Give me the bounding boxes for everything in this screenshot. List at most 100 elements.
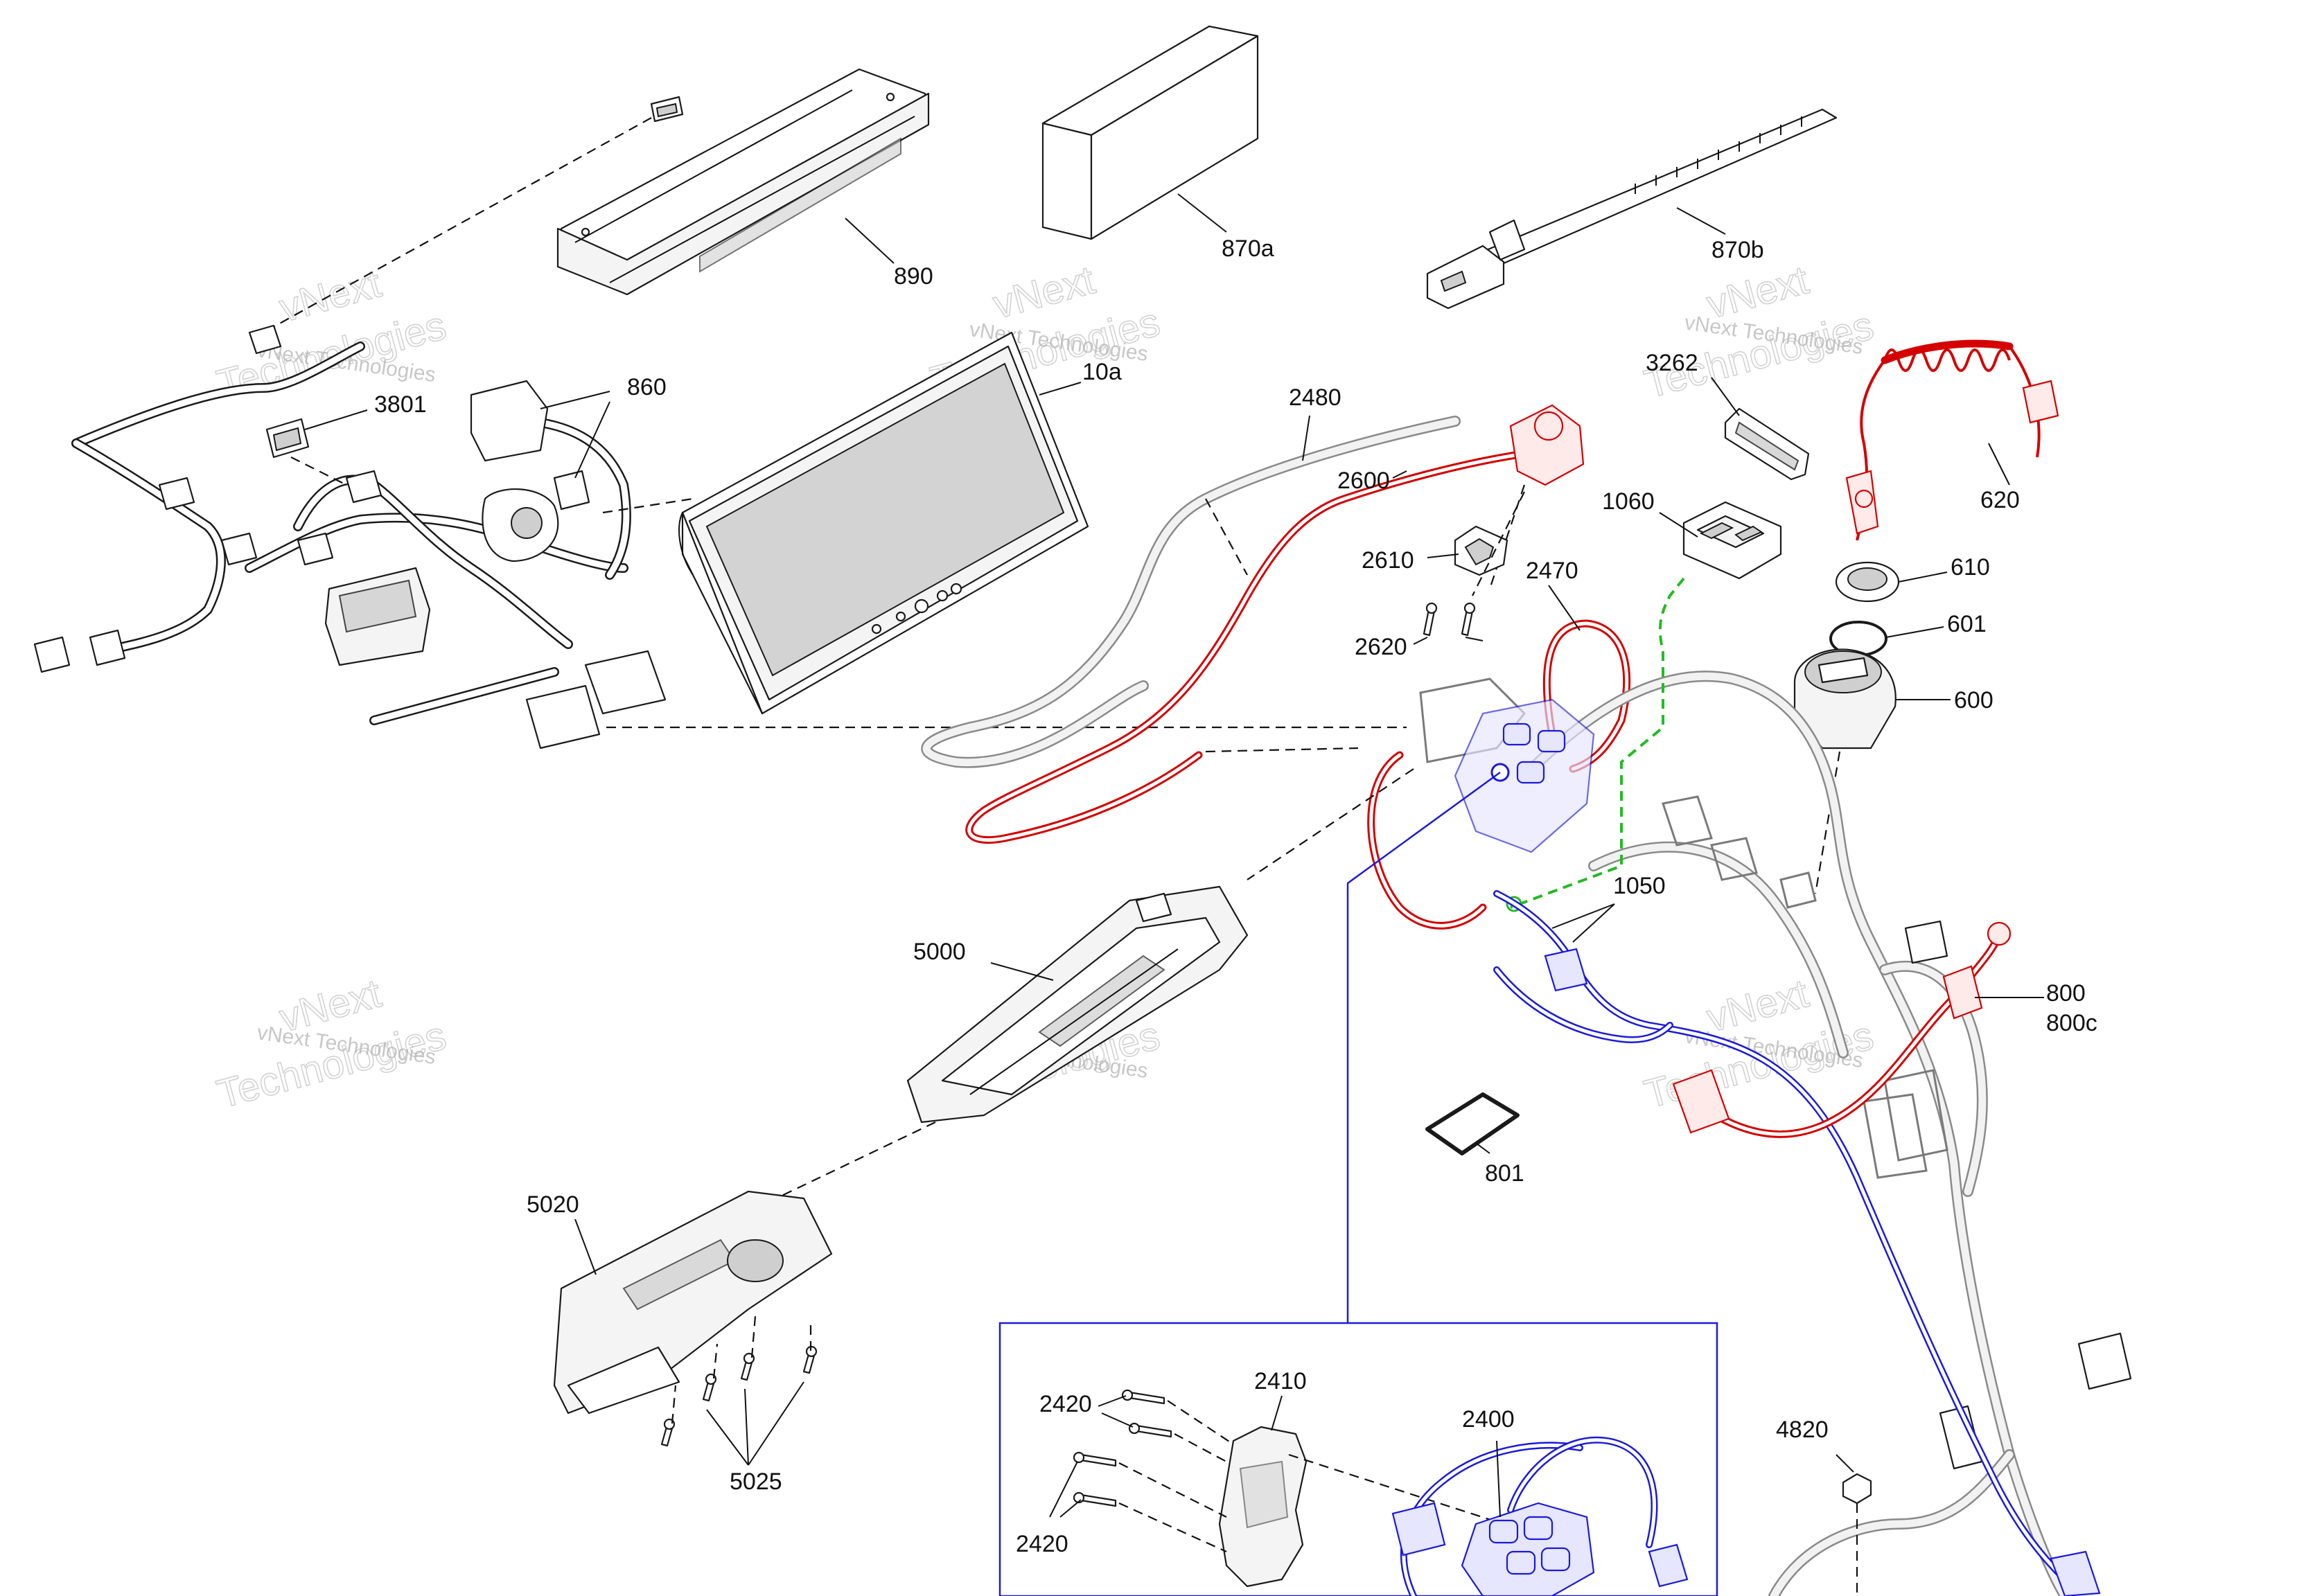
leader-2420-dash xyxy=(1118,1400,1504,1553)
leader-1060 xyxy=(1659,512,1698,538)
detail-callout-line xyxy=(1346,771,1501,1323)
label-800: 800 xyxy=(2046,980,2086,1007)
part-2600-red-cable[interactable] xyxy=(965,404,1585,844)
leader-870b xyxy=(1676,207,1726,235)
part-870b-cable-tie[interactable] xyxy=(1426,108,1838,310)
label-620: 620 xyxy=(1980,487,2020,513)
leader-860-dash xyxy=(602,497,694,514)
part-5020-housing[interactable] xyxy=(553,1190,833,1415)
part-3262-cap[interactable] xyxy=(1724,407,1810,481)
watermark-outline: vNext xyxy=(1702,970,1813,1040)
label-3801: 3801 xyxy=(374,391,427,418)
label-2480: 2480 xyxy=(1289,384,1341,411)
label-10a: 10a xyxy=(1082,359,1122,385)
label-2420-bottom: 2420 xyxy=(1016,1531,1068,1557)
leader-10a xyxy=(1039,382,1082,396)
leader-890-dash xyxy=(263,117,652,333)
label-5025: 5025 xyxy=(730,1469,782,1495)
part-2400-switch-pod[interactable] xyxy=(1391,1436,1689,1596)
leader-860b xyxy=(574,401,610,479)
leader-801 xyxy=(1475,1142,1490,1154)
label-2610: 2610 xyxy=(1362,547,1414,574)
label-2470: 2470 xyxy=(1526,558,1578,584)
leader-2480 xyxy=(1302,415,1310,461)
detail-box xyxy=(998,1322,1718,1596)
label-2410: 2410 xyxy=(1254,1368,1307,1394)
part-2480-cable[interactable] xyxy=(921,416,1461,768)
label-801: 801 xyxy=(1485,1160,1524,1187)
part-620-lanyard[interactable] xyxy=(1845,339,2059,541)
part-800-red-cable[interactable] xyxy=(1672,921,2012,1138)
leader-4820 xyxy=(1836,1454,1854,1473)
label-5020: 5020 xyxy=(527,1191,579,1218)
leader-2420b xyxy=(1049,1461,1082,1518)
part-2410-bracket[interactable] xyxy=(1218,1426,1308,1588)
leader-2420a xyxy=(1098,1395,1134,1428)
label-2600: 2600 xyxy=(1337,468,1390,494)
label-870b: 870b xyxy=(1711,237,1764,263)
leader-5000-dash xyxy=(1247,768,1414,880)
leader-2620 xyxy=(1413,637,1484,645)
label-2620: 2620 xyxy=(1355,634,1407,660)
leader-2480-dash xyxy=(1205,498,1248,576)
label-3262: 3262 xyxy=(1646,350,1698,376)
leader-890 xyxy=(845,218,895,264)
part-5000-cover[interactable] xyxy=(906,885,1249,1124)
leader-5025 xyxy=(706,1381,804,1466)
leader-3801 xyxy=(304,409,368,430)
label-601: 601 xyxy=(1947,611,1987,637)
label-600: 600 xyxy=(1954,687,1993,713)
watermark-outline: vNext xyxy=(1702,257,1813,327)
label-890: 890 xyxy=(894,263,933,290)
part-610-ring[interactable] xyxy=(1835,561,1900,603)
part-2400-switch-ghost[interactable] xyxy=(1454,698,1595,853)
leader-3801-dash xyxy=(290,456,347,486)
leader-870a xyxy=(1177,193,1227,233)
label-2420-top: 2420 xyxy=(1039,1391,1092,1417)
leader-2410 xyxy=(1271,1395,1283,1431)
label-5000: 5000 xyxy=(913,939,966,965)
part-600-ignition[interactable] xyxy=(1793,648,1896,750)
part-1050-blue-harness[interactable] xyxy=(1493,890,2101,1596)
route-green xyxy=(1510,577,1685,909)
part-860-harness[interactable] xyxy=(33,324,667,750)
leader-610 xyxy=(1898,571,1948,583)
leader-3262 xyxy=(1711,377,1740,416)
label-1050: 1050 xyxy=(1613,873,1666,899)
part-3801-connector[interactable] xyxy=(265,418,310,459)
part-890-module[interactable] xyxy=(556,68,930,296)
leader-2620-dash xyxy=(1472,491,1525,596)
leader-2600-dash2 xyxy=(1488,484,1526,589)
label-610: 610 xyxy=(1951,554,1990,580)
label-870a: 870a xyxy=(1222,236,1274,262)
part-1060-switch[interactable] xyxy=(1682,501,1782,580)
leader-860a xyxy=(540,391,610,409)
leader-5020 xyxy=(574,1218,597,1275)
label-4820: 4820 xyxy=(1776,1417,1829,1443)
leader-620 xyxy=(1988,443,2010,486)
leader-5000 xyxy=(990,962,1054,981)
part-4820-nut[interactable] xyxy=(1842,1473,1872,1505)
watermark-outline: vNext xyxy=(989,257,1100,327)
leader-2610 xyxy=(1427,553,1459,558)
leader-2600 xyxy=(1392,470,1407,479)
part-5025-screws[interactable] xyxy=(660,1345,818,1447)
part-2610-clip[interactable] xyxy=(1454,525,1508,576)
leader-5000-dash2 xyxy=(775,1121,936,1199)
part-10a-display[interactable] xyxy=(678,331,1089,715)
part-2420-screws[interactable] xyxy=(1073,1389,1172,1507)
part-801-gasket[interactable] xyxy=(1425,1092,1520,1155)
part-870a-box[interactable] xyxy=(1041,25,1259,240)
leader-2400 xyxy=(1496,1440,1501,1518)
leader-600-dash xyxy=(1814,751,1841,894)
watermark-outline: vNext xyxy=(275,970,386,1040)
part-2620-screws[interactable] xyxy=(1423,602,1476,637)
leader-2600-dash xyxy=(1205,747,1359,753)
label-2400: 2400 xyxy=(1462,1406,1515,1433)
leader-1050 xyxy=(1551,903,1615,943)
part-main-harness-right[interactable] xyxy=(1419,671,2132,1596)
label-800c: 800c xyxy=(2046,1010,2097,1036)
part-2470-red-loop[interactable] xyxy=(1367,619,1631,930)
leader-601 xyxy=(1885,626,1944,638)
